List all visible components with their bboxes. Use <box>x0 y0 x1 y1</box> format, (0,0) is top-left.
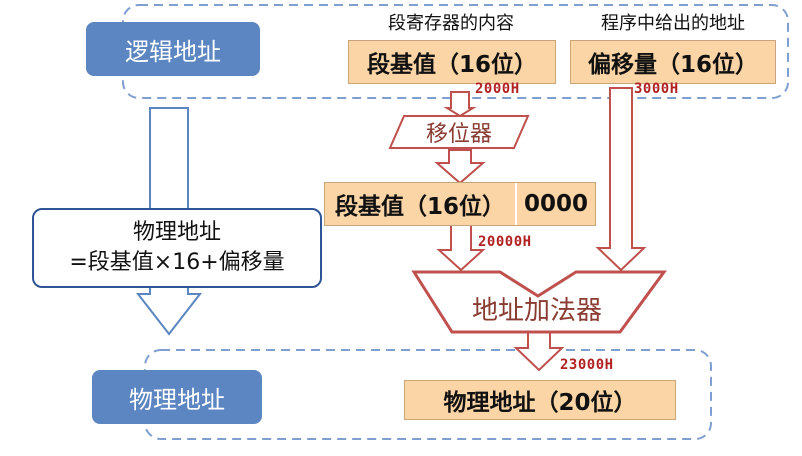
arrow-offset-to-adder-icon <box>595 87 647 272</box>
arrow-to-shifter-icon <box>443 91 477 118</box>
adder-shape <box>411 270 667 334</box>
arrow-shifted-to-adder-icon <box>436 223 486 272</box>
physical-address-dashed-region <box>144 349 712 440</box>
offset-box: 偏移量（16位） <box>570 40 776 84</box>
arrow-adder-to-physical-icon <box>513 331 565 372</box>
shifter-shape <box>388 115 530 149</box>
segment-base-box: 段基值（16位） <box>348 40 556 84</box>
formula-expression: =段基值×16+偏移量 <box>69 250 285 275</box>
adder-label: 地址加法器 <box>471 295 602 326</box>
program-address-caption: 程序中给出的地址 <box>601 13 745 34</box>
hex-label-offset: 3000H <box>634 81 679 97</box>
shifted-segment-base: 段基值（16位） <box>325 183 517 225</box>
logical-address-label: 逻辑地址 <box>86 22 260 76</box>
formula-box: 物理地址 =段基值×16+偏移量 <box>32 208 322 288</box>
physical-address-label: 物理地址 <box>92 370 262 424</box>
shifted-zero-suffix: 0000 <box>523 191 588 217</box>
hex-label-segment: 2000H <box>475 81 520 97</box>
physical-address-box: 物理地址（20位） <box>404 380 676 420</box>
hex-label-physical: 23000H <box>560 357 614 373</box>
formula-title: 物理地址 <box>132 220 221 245</box>
arrow-from-shifter-icon <box>434 149 486 185</box>
shifted-segment-box: 段基值（16位） 0000 <box>324 182 596 226</box>
shifter-label: 移位器 <box>425 122 492 147</box>
segment-register-caption: 段寄存器的内容 <box>388 13 514 34</box>
hex-label-shifted: 20000H <box>478 234 532 250</box>
